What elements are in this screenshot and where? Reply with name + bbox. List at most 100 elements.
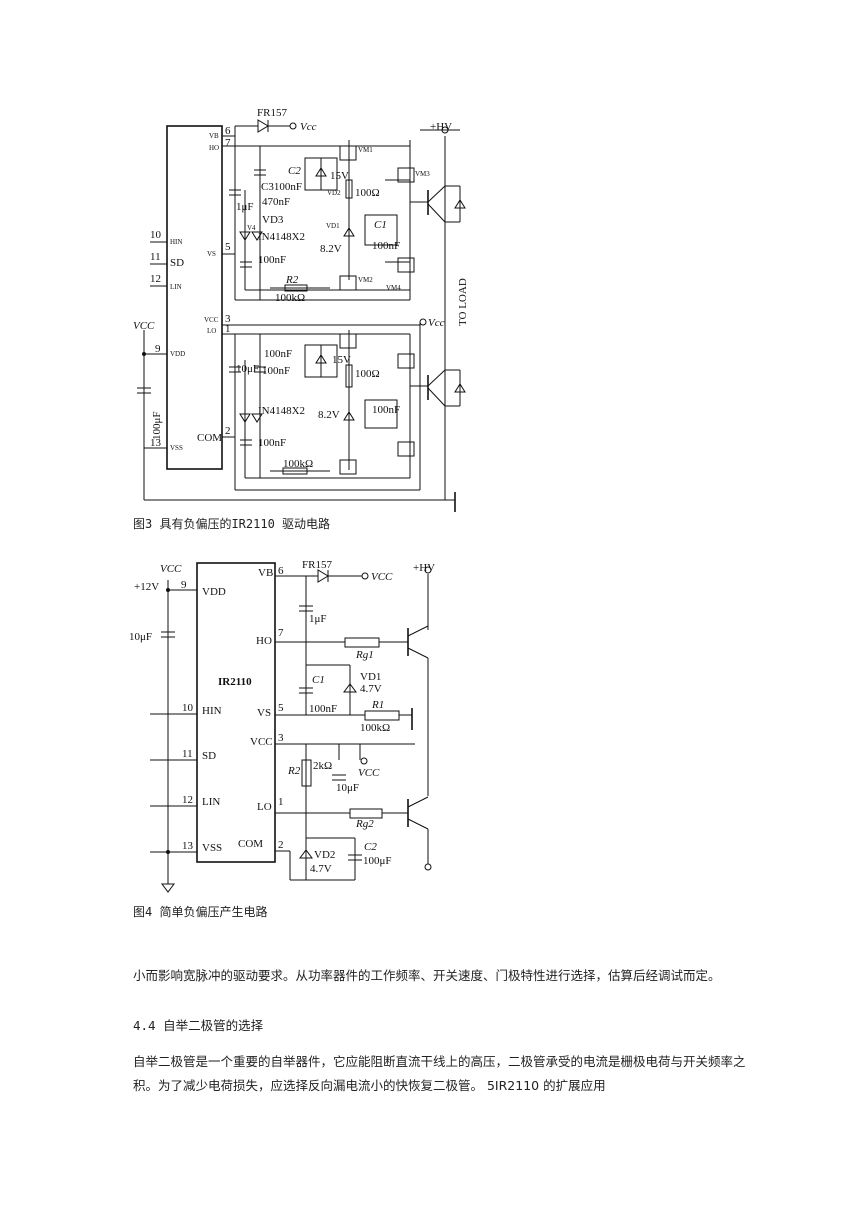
fig3-vcc-top-label: Vcc (300, 121, 317, 133)
fig3-100uf-label: 100μF (151, 411, 163, 440)
paragraph-2: 自举二极管是一个重要的自举器件，它应能阻断直流干线上的高压，二极管承受的电流是栅… (133, 1054, 746, 1093)
fig4-com: COM (238, 838, 263, 850)
fig4-vcc-d: VCC (371, 571, 393, 583)
fig4-vcc-tl: VCC (160, 563, 182, 575)
fig3-fr157-label: FR157 (257, 107, 287, 119)
fig4-pin10: 10 (182, 702, 194, 714)
fig4-pin9: 9 (181, 579, 187, 591)
fig3-c2-label: C2 (288, 165, 301, 177)
fig4-100uf: 100μF (363, 855, 392, 867)
fig4-pin2: 2 (278, 839, 284, 851)
fig3-vss-label: VSS (170, 444, 183, 452)
fig3-pin10: 10 (150, 229, 162, 241)
fig4-2k: 2kΩ (313, 760, 332, 772)
fig3-vcc-right-label: Vcc (428, 317, 445, 329)
fig3-pin2: 2 (225, 425, 231, 437)
fig3-pin3: 3 (225, 313, 231, 325)
fig3-in4148-top: IN4148X2 (258, 231, 305, 243)
fig4-1uf: 1μF (309, 613, 327, 625)
fig4-vcc-r: VCC (358, 767, 380, 779)
fig3-470nf-label: 470nF (262, 196, 290, 208)
fig3-100k-top: 100kΩ (275, 292, 305, 304)
fig3-pin12: 12 (150, 273, 161, 285)
fig3-pin7: 7 (225, 137, 231, 149)
fig3-pin6: 6 (225, 125, 231, 137)
fig3-lo-label: LO (207, 327, 216, 335)
fig4-vd2: VD2 (314, 849, 335, 861)
fig4-ho: HO (256, 635, 272, 647)
fig4-pin13: 13 (182, 840, 194, 852)
fig3-vd3-label: VD3 (262, 214, 284, 226)
fig3-b-100ohm: 100Ω (355, 368, 380, 380)
fig4-vss: VSS (202, 842, 222, 854)
fig3-r2-label: R2 (285, 274, 299, 286)
fig4-lin: LIN (202, 796, 220, 808)
fig4-pin3: 3 (278, 732, 284, 744)
fig3-pin1: 1 (225, 323, 231, 335)
fig3-vd1-label: VD1 (326, 222, 340, 230)
fig3-vs-100nf: 100nF (258, 254, 286, 266)
fig4-100nf: 100nF (309, 703, 337, 715)
fig3-vd2-label: VD2 (327, 189, 341, 197)
fig3-vs-label: VS (207, 250, 216, 258)
fig3-sd-label: SD (170, 257, 184, 269)
fig3-ho-label: HO (209, 144, 219, 152)
fig4-vb: VB (258, 567, 273, 579)
fig4-pin11: 11 (182, 748, 193, 760)
ic-body-fig4 (196, 562, 276, 863)
fig3-c1-100nf: 100nF (372, 240, 400, 252)
fig3-b-82v: 8.2V (318, 409, 340, 421)
fig4-r1: R1 (371, 699, 384, 711)
section-heading: 4.4 自举二极管的选择 (133, 1018, 264, 1033)
fig3-vm1-label: VM1 (358, 146, 373, 154)
ic-body-fig3 (166, 125, 223, 470)
fig3-vcc-left-label: VCC (133, 320, 155, 332)
fig3-vcc-pin-label: VCC (204, 316, 219, 324)
fig3-b-100nf-a: 100nF (264, 348, 292, 360)
fig4-vd1: VD1 (360, 671, 381, 683)
paragraph-1: 小而影响宽脉冲的驱动要求。从功率器件的工作频率、开关速度、门极特性进行选择，估算… (133, 968, 721, 983)
fig3-1uf-label: 1μF (236, 201, 254, 213)
fig3-b-in4148: IN4148X2 (258, 405, 305, 417)
fig4-c2: C2 (364, 841, 377, 853)
fig4-pin7: 7 (278, 627, 284, 639)
fig3-b-100nf-b: 100nF (262, 365, 290, 377)
fig3-vm2-label: VM2 (358, 276, 373, 284)
fig4-r2: R2 (287, 765, 301, 777)
fig3-b-100nf-d: 100nF (258, 437, 286, 449)
fig3-hin-label: HIN (170, 238, 182, 246)
fig3-c1-label: C1 (374, 219, 387, 231)
fig3-vdd-label: VDD (170, 350, 185, 358)
figure4-caption: 图4 简单负偏压产生电路 (133, 905, 268, 919)
fig3-to-load-label: TO LOAD (457, 278, 469, 326)
fig4-vs: VS (257, 707, 271, 719)
fig4-plus12v: +12V (134, 581, 159, 593)
fig3-b-100nf-c: 100nF (372, 404, 400, 416)
fig3-15v-label: 15V (330, 170, 349, 182)
fig4-10uf-b: 10μF (336, 782, 359, 794)
fig3-com-label: COM (197, 432, 222, 444)
fig4-pin1: 1 (278, 796, 284, 808)
fig3-pin9: 9 (155, 343, 161, 355)
fig4-rg2: Rg2 (355, 818, 374, 830)
fig3-vm4-label: VM4 (386, 284, 401, 292)
fig4-47va: 4.7V (360, 683, 382, 695)
fig3-b-10uf: 10μF (236, 363, 259, 375)
fig4-pin6: 6 (278, 565, 284, 577)
fig3-pin11: 11 (150, 251, 161, 263)
figure3-caption: 图3 具有负偏压的IR2110 驱动电路 (133, 517, 331, 531)
fig4-rg1: Rg1 (355, 649, 374, 661)
fig4-hin: HIN (202, 705, 222, 717)
fig4-vdd: VDD (202, 586, 226, 598)
fig3-lin-label: LIN (170, 283, 182, 291)
fig4-vcc-pin: VCC (250, 736, 273, 748)
fig3-vm3-label: VM3 (415, 170, 430, 178)
fig3-vb-label: VB (209, 132, 219, 140)
fig4-pin12: 12 (182, 794, 193, 806)
fig4-pin5: 5 (278, 702, 284, 714)
fig4-fr157: FR157 (302, 559, 332, 571)
fig3-b-100k: 100kΩ (283, 458, 313, 470)
fig3-c3-label: C3100nF (261, 181, 302, 193)
fig4-hv: +HV (413, 562, 435, 574)
